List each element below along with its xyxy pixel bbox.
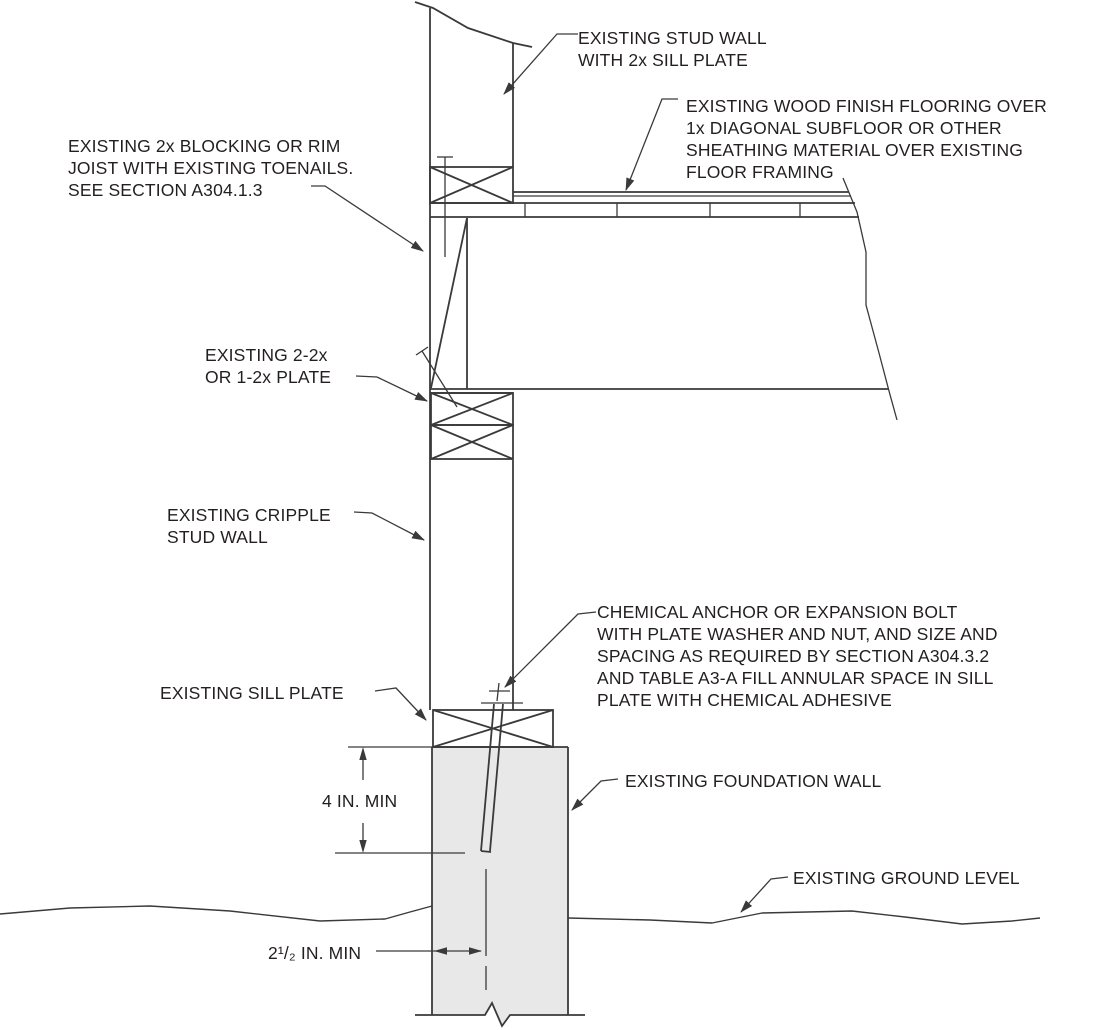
leader-anchor: [504, 611, 597, 688]
svg-text:FLOOR FRAMING: FLOOR FRAMING: [686, 162, 834, 182]
toenail-slanted: [415, 346, 458, 408]
dimension-edge-distance: 2¹/₂ IN. MIN: [268, 943, 482, 963]
label-stud-wall: EXISTING STUD WALL WITH 2x SILL PLATE: [578, 28, 767, 70]
svg-text:WITH PLATE WASHER AND NUT, AND: WITH PLATE WASHER AND NUT, AND SIZE AND: [597, 624, 998, 644]
leader-ground: [740, 876, 789, 913]
leader-stud-wall: [503, 33, 578, 95]
dimension-edge-distance-label: 2¹/₂ IN. MIN: [268, 943, 361, 963]
leader-flooring: [625, 98, 678, 192]
label-blocking: EXISTING 2x BLOCKING OR RIM JOIST WITH E…: [68, 136, 353, 200]
bolt-end-cap: [480, 850, 492, 853]
subfloor-board-joints: [524, 203, 801, 217]
svg-text:PLATE WITH CHEMICAL ADHESIVE: PLATE WITH CHEMICAL ADHESIVE: [597, 690, 892, 710]
label-ground: EXISTING GROUND LEVEL: [793, 868, 1020, 888]
rim-joist-blocking: [430, 217, 468, 389]
svg-text:OR 1-2x PLATE: OR 1-2x PLATE: [205, 367, 331, 387]
svg-text:EXISTING FOUNDATION WALL: EXISTING FOUNDATION WALL: [625, 771, 882, 791]
leader-sill-plate: [374, 687, 427, 721]
svg-text:EXISTING 2-2x: EXISTING 2-2x: [205, 345, 328, 365]
svg-text:SHEATHING MATERIAL OVER EXISTI: SHEATHING MATERIAL OVER EXISTING: [686, 140, 1023, 160]
double-plate-xbox: [430, 392, 514, 460]
ground-line-right: [567, 910, 1041, 925]
svg-text:1x DIAGONAL SUBFLOOR OR OTHER: 1x DIAGONAL SUBFLOOR OR OTHER: [686, 118, 1002, 138]
svg-text:SPACING AS REQUIRED BY SECTION: SPACING AS REQUIRED BY SECTION A304.3.2: [597, 646, 989, 666]
leader-lines: [311, 33, 789, 913]
upper-stud-wall: [414, 1, 533, 710]
leader-foundation: [571, 778, 619, 811]
svg-text:EXISTING CRIPPLE: EXISTING CRIPPLE: [167, 505, 331, 525]
wall-top-break-line: [414, 1, 533, 48]
blocking-diagonal: [430, 217, 468, 389]
label-sill-plate: EXISTING SILL PLATE: [160, 683, 344, 703]
svg-text:WITH 2x SILL PLATE: WITH 2x SILL PLATE: [578, 50, 748, 70]
anchor-top-cross: [489, 682, 510, 702]
dimension-embedment-label: 4 IN. MIN: [322, 791, 397, 811]
upper-sill-plate-xbox: [429, 166, 514, 204]
toenail-vertical: [437, 156, 453, 257]
label-foundation: EXISTING FOUNDATION WALL: [625, 771, 882, 791]
svg-text:CHEMICAL ANCHOR OR EXPANSION B: CHEMICAL ANCHOR OR EXPANSION BOLT: [597, 602, 958, 622]
floor-break-line: [842, 177, 898, 421]
foundation-wall: [415, 746, 585, 1028]
floor-assembly: [430, 177, 898, 421]
foundation-bottom-break-line: [415, 1001, 585, 1028]
svg-text:EXISTING SILL PLATE: EXISTING SILL PLATE: [160, 683, 344, 703]
svg-text:EXISTING WOOD FINISH FLOORING: EXISTING WOOD FINISH FLOORING OVER: [686, 96, 1047, 116]
svg-text:EXISTING GROUND LEVEL: EXISTING GROUND LEVEL: [793, 868, 1020, 888]
label-cripple: EXISTING CRIPPLE STUD WALL: [167, 505, 331, 547]
svg-text:EXISTING 2x BLOCKING OR RIM: EXISTING 2x BLOCKING OR RIM: [68, 136, 340, 156]
leader-plate: [355, 375, 428, 402]
annotations: EXISTING STUD WALL WITH 2x SILL PLATE EX…: [68, 28, 1047, 888]
svg-text:JOIST WITH EXISTING TOENAILS.: JOIST WITH EXISTING TOENAILS.: [68, 158, 353, 178]
svg-text:SEE SECTION A304.1.3: SEE SECTION A304.1.3: [68, 180, 263, 200]
ground-line-left: [0, 905, 433, 922]
leader-blocking: [311, 185, 424, 252]
svg-text:EXISTING STUD WALL: EXISTING STUD WALL: [578, 28, 767, 48]
anchor-bolt: [480, 682, 523, 990]
label-plate: EXISTING 2-2x OR 1-2x PLATE: [205, 345, 331, 387]
label-anchor: CHEMICAL ANCHOR OR EXPANSION BOLT WITH P…: [597, 602, 998, 710]
leader-cripple: [353, 511, 425, 541]
svg-text:AND TABLE A3-A FILL ANNULAR SP: AND TABLE A3-A FILL ANNULAR SPACE IN SIL…: [597, 668, 994, 688]
dimension-embedment: 4 IN. MIN: [322, 746, 465, 854]
svg-text:STUD WALL: STUD WALL: [167, 527, 268, 547]
label-flooring: EXISTING WOOD FINISH FLOORING OVER 1x DI…: [686, 96, 1047, 182]
